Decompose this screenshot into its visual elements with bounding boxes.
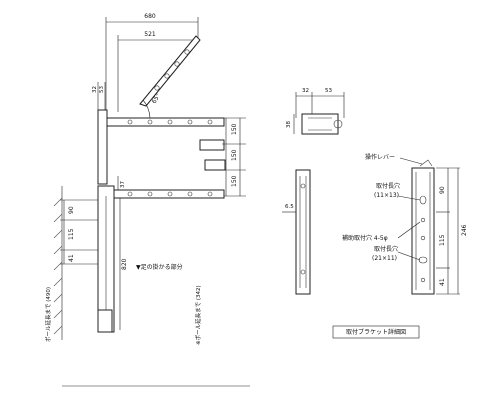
dim-angle: 65° <box>151 92 162 105</box>
detail-title: 取付ブラケット詳細図 <box>346 328 406 336</box>
hole-2-size: (21×11) <box>372 255 397 262</box>
foot-part-label: ▼足の掛かる部分 <box>136 263 183 271</box>
det-dim-246: 246 <box>461 224 468 236</box>
lever-shape <box>419 159 433 167</box>
det-dim-32: 32 <box>302 88 309 94</box>
aux-hole-label: 補助取付穴 4-5φ <box>342 234 388 242</box>
dim-521: 521 <box>144 31 156 38</box>
det-dim-41: 41 <box>439 278 446 286</box>
pole-extension-342: ※ポール延長まで (342) <box>194 285 202 345</box>
hole-2-label: 取付長穴 <box>374 245 398 253</box>
pole-extension-490: ポール延長まで (490) <box>44 287 52 342</box>
dim-pitch-1: 150 <box>231 123 238 135</box>
bracket-side-view <box>295 169 311 295</box>
wall-bracket <box>97 309 113 333</box>
det-dim-38-top: 38 <box>286 121 292 128</box>
main-side-view: 680 521 32 53 65° <box>44 13 250 387</box>
arm-mid-2 <box>204 159 226 171</box>
dim-pitch-2: 150 <box>231 149 238 161</box>
hole-1-label: 取付長穴 <box>376 182 400 190</box>
dim-pitch-3: 150 <box>231 175 238 187</box>
dim-820: 820 <box>121 258 128 270</box>
dim-32: 32 <box>92 86 98 93</box>
arm-top <box>106 117 225 127</box>
det-dim-6-5: 6.5 <box>285 204 294 210</box>
det-dim-115: 115 <box>439 234 446 246</box>
dim-90: 90 <box>68 206 75 214</box>
dim-41: 41 <box>68 254 75 262</box>
bracket-detail: 32 53 38 6.5 操作レバー <box>282 88 468 339</box>
arm-bottom <box>106 189 225 199</box>
det-dim-53: 53 <box>325 88 332 94</box>
dim-53: 53 <box>99 86 105 93</box>
upper-pole <box>97 109 108 185</box>
dim-115: 115 <box>68 228 75 240</box>
arm-mid-1 <box>199 139 225 151</box>
detail-title-box <box>332 325 420 339</box>
bracket-top-view <box>301 113 339 135</box>
det-dim-90: 90 <box>439 186 446 194</box>
hole-1-size: (11×13) <box>374 192 399 199</box>
raised-arm <box>139 35 201 107</box>
wall-hatch <box>53 197 63 335</box>
bracket-front-view <box>411 167 435 295</box>
dim-680: 680 <box>144 13 156 20</box>
dim-37: 37 <box>120 181 126 188</box>
lever-label: 操作レバー <box>365 153 395 161</box>
